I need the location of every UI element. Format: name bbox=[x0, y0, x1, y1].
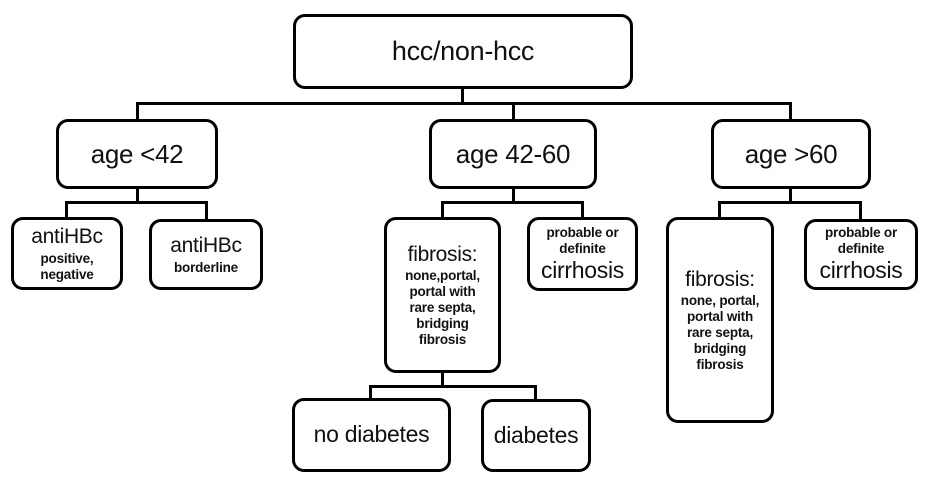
node-age-42-60-label: age 42-60 bbox=[455, 138, 571, 169]
node-fibrosis-mid: fibrosis: none,portal, portal with rare … bbox=[384, 217, 501, 373]
connector-drop-cirrhosis-mid bbox=[581, 201, 584, 218]
connector-drop-cirrhosis-right bbox=[859, 201, 862, 220]
connector-age-lt42-stem bbox=[136, 188, 139, 203]
node-fibrosis-mid-detail: none,portal, portal with rare septa, bri… bbox=[405, 268, 480, 347]
node-antihbc-borderline-title: antiHBc bbox=[170, 234, 242, 258]
connector-drop-age-42-60 bbox=[512, 102, 515, 119]
node-age-gt60-label: age >60 bbox=[744, 138, 838, 169]
connector-drop-no-diabetes bbox=[369, 385, 372, 399]
node-antihbc-pos-neg-title: antiHBc bbox=[31, 225, 103, 249]
connector-age-42-60-stem bbox=[512, 188, 515, 203]
node-fibrosis-right-detail: none, portal, portal with rare septa, br… bbox=[680, 293, 760, 372]
connector-drop-age-lt42 bbox=[136, 102, 139, 119]
connector-drop-age-gt60 bbox=[789, 102, 792, 119]
node-antihbc-borderline-detail: borderline bbox=[173, 259, 238, 275]
connector-age-42-60-rail bbox=[441, 201, 584, 204]
connector-age-lt42-rail bbox=[65, 201, 208, 204]
connector-root-stem bbox=[461, 88, 464, 104]
node-age-42-60: age 42-60 bbox=[429, 119, 597, 189]
node-antihbc-borderline: antiHBc borderline bbox=[149, 219, 263, 290]
connector-drop-diabetes bbox=[534, 385, 537, 400]
node-no-diabetes: no diabetes bbox=[292, 398, 451, 472]
node-diabetes: diabetes bbox=[481, 399, 591, 472]
node-no-diabetes-label: no diabetes bbox=[313, 421, 430, 448]
node-hcc-non-hcc: hcc/non-hcc bbox=[293, 14, 633, 89]
node-diabetes-label: diabetes bbox=[493, 421, 579, 448]
node-age-gt60: age >60 bbox=[711, 119, 871, 189]
node-age-lt42-label: age <42 bbox=[90, 138, 184, 169]
connector-diabetes-rail bbox=[369, 385, 537, 388]
node-hcc-non-hcc-label: hcc/non-hcc bbox=[391, 36, 535, 66]
node-cirrhosis-right: probable or definite cirrhosis bbox=[804, 219, 918, 290]
connector-drop-antihbc-pos-neg bbox=[65, 201, 68, 218]
connector-drop-fibrosis-right bbox=[718, 201, 721, 218]
node-age-lt42: age <42 bbox=[56, 119, 218, 189]
connector-drop-fibrosis-mid bbox=[441, 201, 444, 218]
node-fibrosis-right-title: fibrosis: bbox=[685, 268, 755, 292]
node-fibrosis-right: fibrosis: none, portal, portal with rare… bbox=[666, 217, 774, 423]
connector-level1-rail bbox=[136, 102, 792, 105]
connector-fibrosis-mid-stem bbox=[441, 372, 444, 387]
node-cirrhosis-mid-pre: probable or definite bbox=[546, 224, 619, 256]
connector-age-gt60-stem bbox=[789, 188, 792, 203]
node-cirrhosis-right-pre: probable or definite bbox=[824, 225, 898, 257]
connector-drop-antihbc-borderline bbox=[205, 201, 208, 220]
node-antihbc-pos-neg: antiHBc positive, negative bbox=[11, 217, 123, 290]
node-cirrhosis-right-title: cirrhosis bbox=[819, 257, 903, 284]
node-fibrosis-mid-title: fibrosis: bbox=[407, 243, 478, 267]
node-cirrhosis-mid: probable or definite cirrhosis bbox=[527, 217, 638, 291]
node-antihbc-pos-neg-detail: positive, negative bbox=[40, 250, 94, 282]
connector-age-gt60-rail bbox=[718, 201, 862, 204]
node-cirrhosis-mid-title: cirrhosis bbox=[541, 256, 624, 283]
